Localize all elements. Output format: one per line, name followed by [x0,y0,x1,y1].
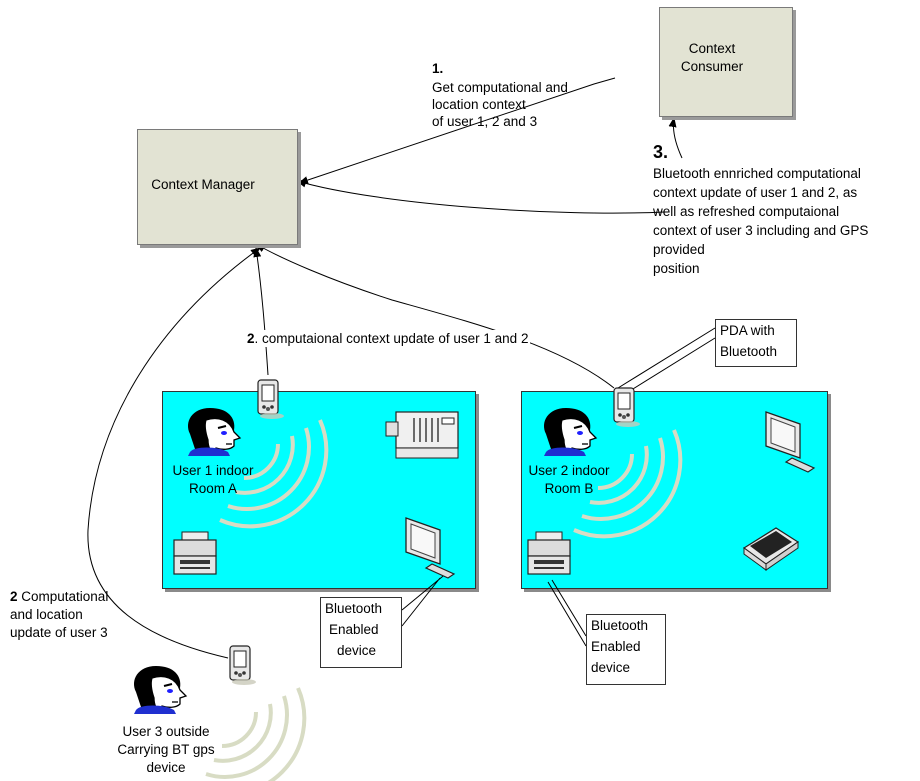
connector-step2-outdoor [87,247,261,659]
step3-line3: well as refreshed computaional [653,204,840,219]
connector-step3-to-manager [296,179,665,214]
user3-label-line1: User 3 outside [122,724,210,739]
step2-outdoor-text1: Computational [17,589,109,604]
room-a-label-line1: User 1 indoor [172,463,254,478]
pda-callout-line1: PDA with [720,323,775,338]
step2-outdoor-number: 2 [10,589,18,604]
user3-label-line3: device [146,760,186,775]
connector-step3-to-consumer [668,117,683,159]
step3-line1: Bluetooth ennriched computational [653,166,861,181]
step2-indoor-number: 2 [247,331,255,346]
context-consumer-line1: Context [688,41,736,56]
pda-callout-pointer [617,327,716,393]
step3-number: 3. [653,142,669,162]
connector-step1 [298,77,616,184]
context-manager-label: Context Manager [151,177,255,192]
step3-line5: provided [653,242,705,257]
room-b-printer-icon [527,531,571,575]
step2-outdoor-line2: and location [10,607,83,622]
room-b-monitor-icon [765,411,815,473]
bt-callout-a-pointer [401,571,449,627]
step3-line4: context of user 3 including and GPS [653,223,869,238]
step2-outdoor-line1: 2 Computational [10,588,108,605]
user2-pda-icon [613,387,641,428]
context-manager-box: Context Manager [137,129,298,245]
step2-indoor-text: . computaional context update of user 1 … [254,331,529,346]
step2-outdoor-line3: update of user 3 [10,625,108,640]
step2-indoor-label: 2. computaional context update of user 1… [247,330,531,347]
bt-callout-a-line2: Enabled [329,622,379,637]
user3-head-icon [133,665,187,715]
context-consumer-box: Context Consumer [659,7,793,117]
user3-label-line2: Carrying BT gps [117,742,215,757]
bt-callout-b-line2: Enabled [591,639,641,654]
user1-head-icon [187,407,241,457]
scanner-icon [743,527,799,571]
user3-pda-icon [229,645,257,686]
bt-callout-b-line1: Bluetooth [591,618,649,633]
bt-enabled-callout-a: Bluetooth Enabled device [320,597,402,668]
room-a-label-line2: Room A [188,481,238,496]
step3-line2: context update of user 1 and 2, as [653,185,858,200]
step1-line1: Get computational and [432,80,568,95]
context-consumer-line2: Consumer [680,59,744,74]
room-a-printer-icon [173,531,217,575]
pda-bluetooth-callout: PDA with Bluetooth [715,319,797,367]
projector-icon [385,411,459,459]
bt-enabled-callout-b: Bluetooth Enabled device [586,614,666,685]
user1-pda-icon [257,379,285,420]
step1-number: 1. [432,61,444,76]
room-a-monitor-icon [405,517,455,579]
room-b-label-line2: Room B [544,481,594,496]
step3-line6: position [653,261,700,276]
connector-step2-indoor-b [255,243,615,389]
step1-line3: of user 1, 2 and 3 [432,114,538,129]
bt-callout-a-line3: device [337,643,377,658]
pda-callout-line2: Bluetooth [720,344,778,359]
connector-step2-indoor-a [253,247,269,376]
step1-line2: location context [432,97,526,112]
room-b-label-line1: User 2 indoor [528,463,610,478]
bt-callout-b-line3: device [591,660,631,675]
bt-callout-a-line1: Bluetooth [325,601,383,616]
bt-callout-b-pointer [547,579,587,647]
user2-head-icon [543,407,597,457]
